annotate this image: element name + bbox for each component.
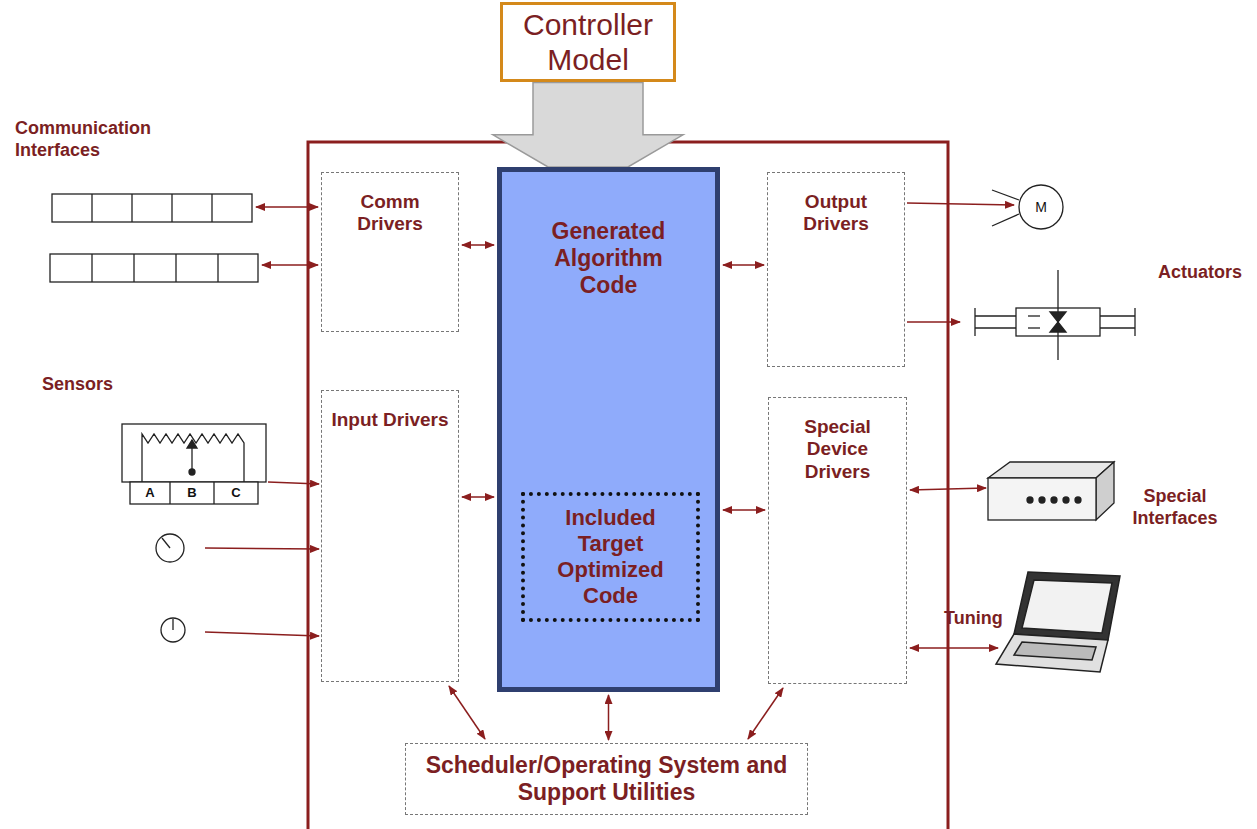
comm-interface-strips (50, 194, 258, 282)
node-label: Controller Model (513, 7, 663, 78)
valve-symbol (975, 270, 1135, 360)
potentiometer-symbol (122, 424, 266, 504)
sensor-label: Sensors (42, 374, 113, 396)
node-label: Comm Drivers (327, 191, 453, 236)
driver-box: Comm Drivers (321, 172, 459, 332)
algorithm-box: Generated Algorithm CodeIncluded Target … (497, 167, 720, 692)
motor-letter: M (1035, 199, 1047, 216)
connector-arrow (748, 688, 783, 739)
controller-housing (308, 142, 948, 829)
driver-box: Special Device Drivers (768, 397, 907, 684)
terminal-letter: C (231, 485, 240, 501)
external-arrows (205, 203, 1014, 648)
gauge-symbols (156, 534, 185, 642)
connector-arrow (723, 509, 765, 511)
interface-label: Communication Interfaces (15, 118, 205, 161)
node-label: Input Drivers (327, 409, 453, 431)
connector-arrow (449, 686, 485, 739)
laptop-icon (996, 572, 1120, 672)
terminal-letter: B (187, 485, 196, 501)
actuator-label: Actuators (1158, 262, 1242, 284)
scheduler-box: Scheduler/Operating System and Support U… (405, 743, 808, 815)
connector-arrow (462, 496, 494, 498)
model-box: Controller Model (500, 2, 676, 82)
terminal-letter: A (145, 485, 154, 501)
node-label: Special Device Drivers (783, 416, 893, 483)
block-arrow (493, 82, 683, 167)
connector-arrow (608, 695, 610, 740)
tuning-label: Tuning (944, 608, 1003, 630)
connector-arrow (462, 244, 494, 246)
optimized-code-box: Included Target Optimized Code (521, 492, 700, 622)
motor-symbol (992, 185, 1063, 229)
node-label: Included Target Optimized Code (536, 505, 686, 609)
interface-device (988, 462, 1114, 520)
driver-box: Output Drivers (767, 172, 905, 367)
node-label: Output Drivers (773, 191, 899, 236)
driver-box: Input Drivers (321, 390, 459, 682)
connector-arrow (723, 264, 764, 266)
node-label: Scheduler/Operating System and Support U… (412, 752, 802, 806)
node-label: Generated Algorithm Code (529, 218, 689, 299)
interface-label: Special Interfaces (1120, 486, 1230, 529)
